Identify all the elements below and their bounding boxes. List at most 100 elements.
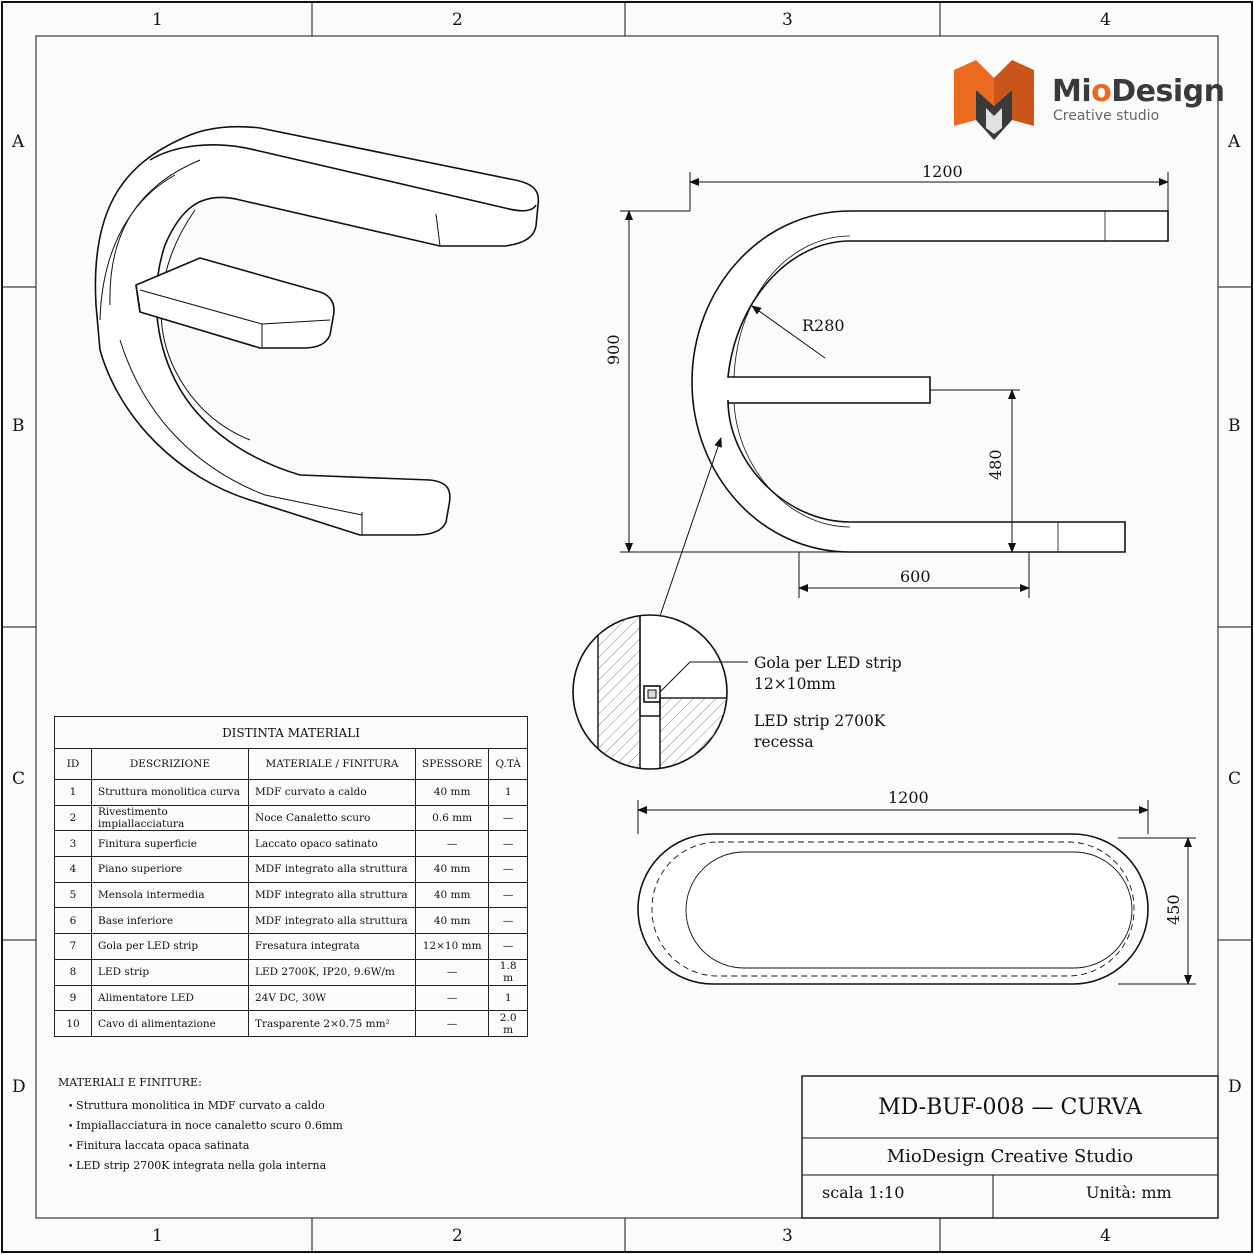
table-cell: 10 [54, 1010, 92, 1037]
column-label-3: 3 [782, 10, 793, 30]
side-elevation [691, 210, 1169, 553]
studio-name: MioDesign Creative Studio [886, 1146, 1134, 1167]
notes-item: Impiallacciatura in noce canaletto scuro… [68, 1119, 343, 1132]
table-cell: — [488, 881, 528, 909]
notes-item: Finitura laccata opaca satinata [68, 1139, 343, 1152]
table-cell: Laccato opaco satinato [248, 830, 416, 858]
dimension-shelf-length: 600 [900, 567, 931, 586]
table-cell: 7 [54, 933, 92, 960]
bom-header-id: ID [54, 748, 92, 780]
notes-title: MATERIALI E FINITURE: [58, 1076, 202, 1089]
table-cell: — [488, 856, 528, 883]
logo-wordmark: MioDesign [1052, 74, 1225, 109]
plan-view [637, 833, 1149, 985]
table-cell: — [488, 907, 528, 935]
row-label-d-right: D [1228, 1077, 1242, 1097]
table-cell: Gola per LED strip [91, 933, 249, 960]
title-block-frame [801, 1075, 1219, 1219]
table-cell: Alimentatore LED [91, 984, 249, 1012]
table-cell: 40 mm [414, 881, 490, 909]
table-cell: Finitura superficie [91, 830, 249, 858]
table-cell: MDF integrato alla struttura [248, 907, 416, 935]
dimension-top-depth: 450 [1164, 894, 1183, 925]
table-cell: — [488, 933, 528, 960]
table-cell: 6 [54, 907, 92, 935]
table-cell: LED 2700K, IP20, 9.6W/m [248, 958, 416, 986]
table-cell: Base inferiore [91, 907, 249, 935]
column-label-2-bottom: 2 [452, 1226, 463, 1246]
table-cell: — [414, 830, 490, 858]
dimension-side-width: 1200 [922, 162, 963, 181]
notes-item: LED strip 2700K integrata nella gola int… [68, 1159, 343, 1172]
table-cell: Mensola intermedia [91, 881, 249, 909]
bom-header-material: MATERIALE / FINITURA [248, 748, 416, 780]
bom-header-thickness: SPESSORE [414, 748, 490, 780]
column-label-4-bottom: 4 [1100, 1226, 1111, 1246]
table-cell: Noce Canaletto scuro [248, 804, 416, 832]
table-cell: — [414, 958, 490, 986]
column-label-3-bottom: 3 [782, 1226, 793, 1246]
drawing-code: MD-BUF-008 — CURVA [878, 1094, 1142, 1120]
table-cell: Cavo di alimentazione [91, 1010, 249, 1037]
led-label: LED strip 2700K [754, 712, 886, 730]
dimension-shelf-height: 480 [986, 449, 1005, 480]
groove-label: Gola per LED strip [754, 654, 902, 672]
logo-tagline: Creative studio [1053, 108, 1160, 124]
isometric-view [94, 125, 540, 536]
bom-title: DISTINTA MATERIALI [54, 716, 528, 749]
bom-header-quantity: Q.TÀ [488, 748, 528, 780]
table-cell: 40 mm [414, 779, 490, 806]
table-cell: Piano superiore [91, 856, 249, 883]
table-cell: LED strip [91, 958, 249, 986]
miodesign-logo: MioDesign Creative studio [948, 56, 1228, 146]
table-cell: 8 [54, 958, 92, 986]
drawing-units: Unità: mm [1086, 1183, 1172, 1202]
table-cell: Struttura monolitica curva [91, 779, 249, 806]
row-label-b: B [12, 416, 25, 436]
plan-dimension-lines [637, 800, 1196, 985]
groove-callout: Gola per LED strip 12×10mm [754, 653, 902, 695]
led-groove-detail [572, 614, 748, 770]
dimension-radius: R280 [802, 316, 845, 335]
table-cell: MDF integrato alla struttura [248, 856, 416, 883]
table-cell: 1.8 m [488, 958, 528, 986]
table-cell: Rivestimento impiallacciatura [91, 804, 249, 832]
table-cell: 24V DC, 30W [248, 984, 416, 1012]
column-label-2: 2 [452, 10, 463, 30]
table-cell: — [488, 804, 528, 832]
led-callout: LED strip 2700K recessa [754, 711, 885, 753]
table-cell: — [414, 984, 490, 1012]
table-cell: Fresatura integrata [248, 933, 416, 960]
row-label-c-right: C [1228, 769, 1242, 789]
groove-size: 12×10mm [754, 675, 836, 693]
logo-mark-icon [954, 60, 1034, 140]
row-label-a-right: A [1228, 132, 1241, 152]
row-label-a: A [12, 132, 25, 152]
table-cell: — [488, 830, 528, 858]
bill-of-materials-table: DISTINTA MATERIALI ID DESCRIZIONE MATERI… [54, 716, 528, 1037]
table-cell: 1 [488, 779, 528, 806]
dimension-top-width: 1200 [888, 788, 929, 807]
row-label-c: C [12, 769, 26, 789]
table-cell: 4 [54, 856, 92, 883]
table-cell: 2 [54, 804, 92, 832]
table-cell: 12×10 mm [414, 933, 490, 960]
row-label-d: D [12, 1077, 26, 1097]
row-label-b-right: B [1228, 416, 1241, 436]
bom-header-description: DESCRIZIONE [91, 748, 249, 780]
column-label-4: 4 [1100, 10, 1111, 30]
table-cell: 5 [54, 881, 92, 909]
side-dimension-lines [620, 172, 1169, 617]
table-cell: MDF curvato a caldo [248, 779, 416, 806]
